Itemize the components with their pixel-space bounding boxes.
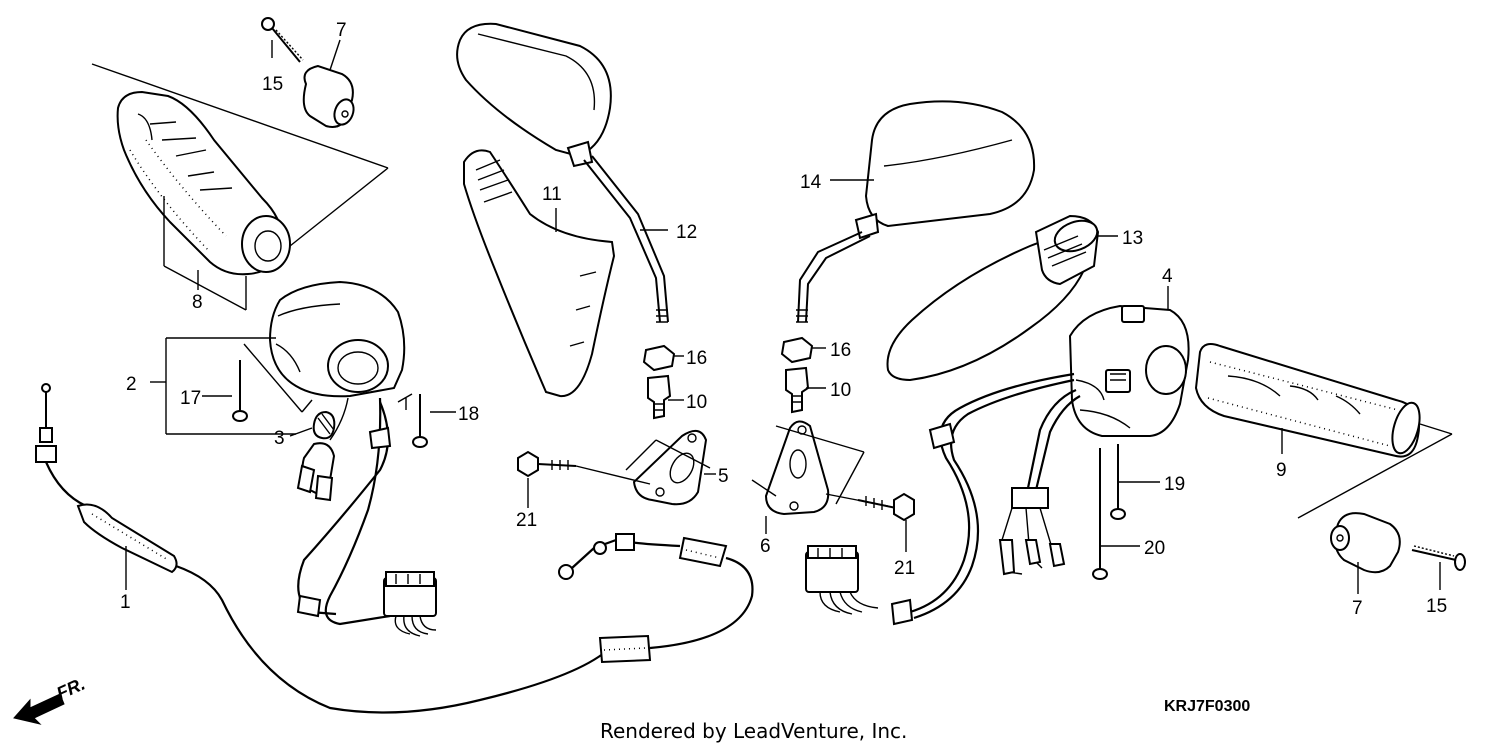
screw-18 [397,393,428,448]
grip-9-right [1194,343,1453,519]
callout-11: 11 [542,184,562,205]
left-switch-harness [296,397,437,637]
callout-18: 18 [458,404,479,425]
grip-8-left [91,63,389,311]
mirror-14-right [796,100,1036,323]
bracket-2-3 [150,337,313,435]
screw-19 [1110,444,1126,520]
callout-3: 3 [274,428,285,449]
screw-15-left [261,17,304,63]
screw-17 [232,360,248,422]
callout-10-right: 10 [830,380,851,401]
leader-lines [125,39,1441,594]
callout-8: 8 [192,292,203,313]
callout-19: 19 [1164,474,1185,495]
bar-end-weight-7-left [302,64,355,128]
throttle-cable-1 [35,383,754,714]
footer-credit: Rendered by LeadVenture, Inc. [600,719,907,743]
callout-4: 4 [1162,266,1173,287]
mirror-bracket-5 [625,429,711,506]
right-switch-harness [805,372,1081,626]
callout-15-right: 15 [1426,596,1447,617]
callout-13: 13 [1122,228,1143,249]
adapter-10-right [785,366,810,414]
callout-20: 20 [1144,538,1165,559]
callout-7-left: 7 [336,20,347,41]
clip-3 [312,410,336,440]
mirror-bracket-6 [751,420,889,516]
callout-1: 1 [120,592,131,613]
callout-12: 12 [676,222,697,243]
callout-21-left: 21 [516,510,537,531]
bolt-21-left [517,450,651,485]
nut-16-right [780,336,814,364]
screw-15-right [1411,545,1466,571]
callout-14: 14 [800,172,822,193]
adapter-10-left [647,374,672,420]
bolt-21-right [857,492,915,522]
mirror-cover-13-right [886,214,1100,382]
bar-end-weight-7-right [1330,512,1401,574]
front-arrow-icon [13,693,65,725]
callout-16-right: 16 [830,340,851,361]
front-marker-label: FR. [53,674,88,704]
callout-labels: 15 7 8 2 17 3 18 1 11 12 16 10 5 21 14 1… [120,20,1447,619]
callout-5: 5 [718,466,729,487]
callout-21-right: 21 [894,558,915,579]
right-switch-housing-4 [1068,304,1190,437]
callout-2: 2 [126,374,137,395]
callout-16-left: 16 [686,348,707,369]
callout-7-right: 7 [1352,598,1363,619]
mirror-cover-11-left [463,149,616,398]
mirror-12-left [456,22,669,323]
front-direction-marker: FR. [13,674,88,725]
callout-9: 9 [1276,460,1287,481]
callout-15-left: 15 [262,74,283,95]
diagram-code: KRJ7F0300 [1164,698,1250,715]
callout-10-left: 10 [686,392,707,413]
screw-20 [1092,448,1108,580]
callout-17: 17 [180,388,201,409]
left-switch-housing-2 [268,280,406,398]
callout-6: 6 [760,536,771,557]
nut-16-left [642,344,676,372]
